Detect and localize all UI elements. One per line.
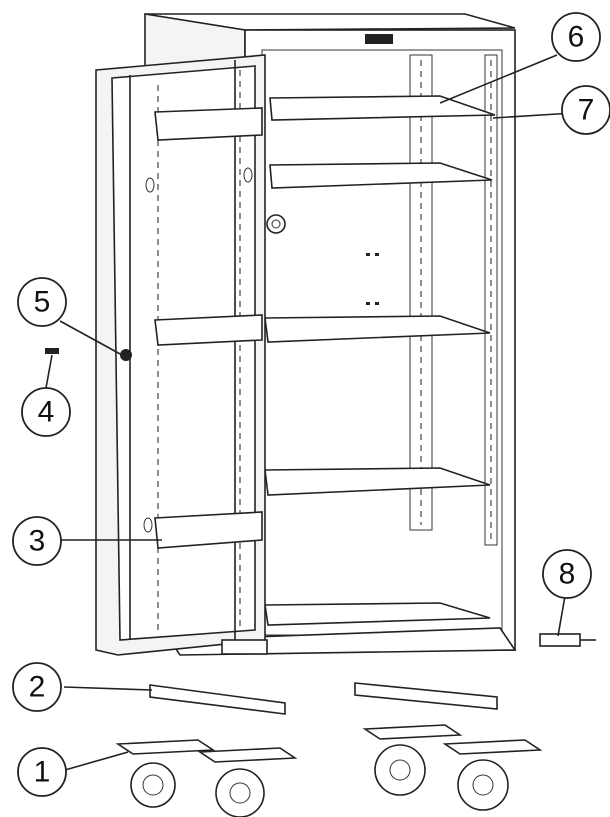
callout-4: 4 [21, 387, 71, 437]
callout-3-label: 3 [29, 525, 46, 558]
callout-5-label: 5 [34, 286, 51, 319]
shelf-rails [409, 54, 498, 546]
callout-7: 7 [561, 85, 610, 135]
brand-badge [365, 34, 393, 44]
callout-6-label: 6 [568, 21, 585, 54]
callout-3: 3 [12, 516, 62, 566]
leader-lines [45, 54, 574, 771]
callout-5: 5 [17, 277, 67, 327]
shelves [264, 95, 496, 626]
door-handle-icon [120, 349, 132, 361]
callout-2-label: 2 [29, 671, 46, 704]
caster-plates [149, 682, 498, 715]
callout-1-label: 1 [34, 756, 51, 789]
callout-8: 8 [542, 549, 592, 599]
callout-4-label: 4 [38, 396, 55, 429]
casters [115, 724, 543, 817]
cabinet-door [95, 54, 266, 656]
callout-6: 6 [551, 12, 601, 62]
lock-icon [266, 214, 286, 234]
key-part [45, 348, 59, 354]
callout-1: 1 [17, 747, 67, 797]
callout-7-label: 7 [578, 94, 595, 127]
handle-part [539, 633, 596, 647]
callout-8-label: 8 [559, 558, 576, 591]
callout-2: 2 [12, 662, 62, 712]
floor-bracket [221, 639, 268, 655]
